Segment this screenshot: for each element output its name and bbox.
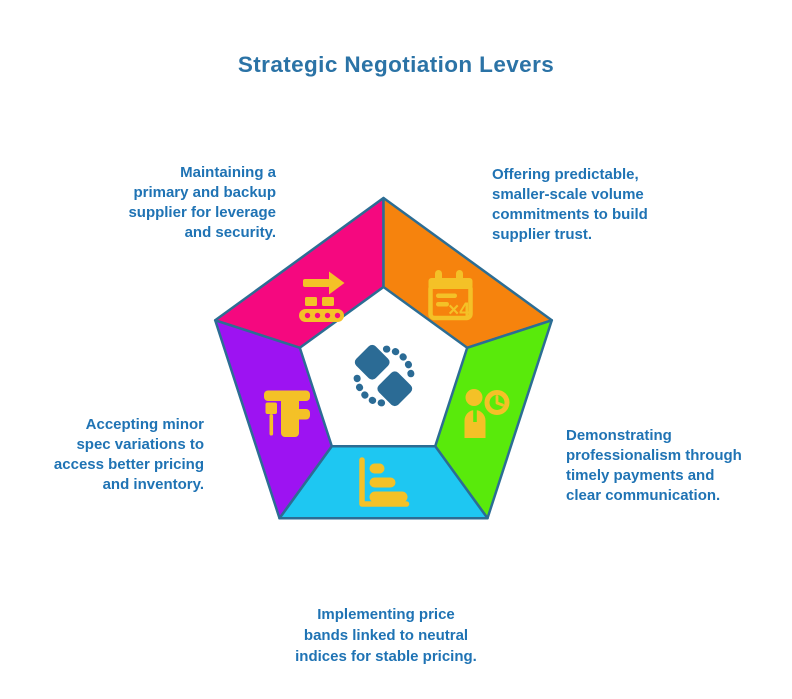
label-line: and security. — [184, 224, 276, 241]
label-price-bands: Implementing price bands linked to neutr… — [283, 604, 489, 667]
label-line: primary and backup — [133, 184, 276, 201]
label-professionalism: Demonstrating professionalism through ti… — [566, 426, 778, 506]
label-line: Demonstrating — [566, 427, 672, 444]
label-line: clear communication. — [566, 487, 721, 504]
bar-chart-icon — [359, 457, 410, 507]
segment-spec-flexibility — [213, 319, 334, 520]
segment-maintaining-suppliers — [213, 196, 385, 350]
label-line: bands linked to neutral — [303, 627, 469, 644]
calendar-badge-text: ×4 — [448, 300, 470, 321]
label-line: Maintaining a — [180, 164, 276, 181]
label-maintaining-suppliers: Maintaining a primary and backup supplie… — [86, 163, 276, 243]
label-line: indices for stable pricing. — [295, 648, 477, 665]
label-volume-commitments: Offering predictable, smaller-scale volu… — [492, 165, 704, 245]
conveyor-belt-icon — [299, 271, 345, 322]
punctual-person-icon — [464, 389, 510, 438]
label-line: spec variations to — [76, 436, 204, 453]
label-line: Implementing price — [317, 606, 455, 623]
corner-ruler-icon — [264, 390, 310, 437]
page-title: Strategic Negotiation Levers — [237, 52, 555, 77]
label-line: professionalism through — [566, 447, 742, 464]
label-line: supplier trust. — [492, 226, 593, 243]
label-line: access better pricing — [53, 456, 204, 473]
label-line: smaller-scale volume — [492, 186, 644, 203]
label-line: timely payments and — [566, 467, 715, 484]
label-line: Offering predictable, — [492, 166, 639, 183]
exchange-boxes-icon — [353, 344, 415, 407]
label-line: and inventory. — [102, 476, 204, 493]
label-line: supplier for leverage — [128, 204, 276, 221]
label-line: commitments to build — [492, 206, 648, 223]
recurring-calendar-icon: ×4 — [428, 270, 473, 321]
segment-volume-commitments — [382, 196, 554, 350]
label-line: Accepting minor — [85, 416, 204, 433]
label-spec-flexibility: Accepting minor spec variations to acces… — [28, 415, 204, 495]
